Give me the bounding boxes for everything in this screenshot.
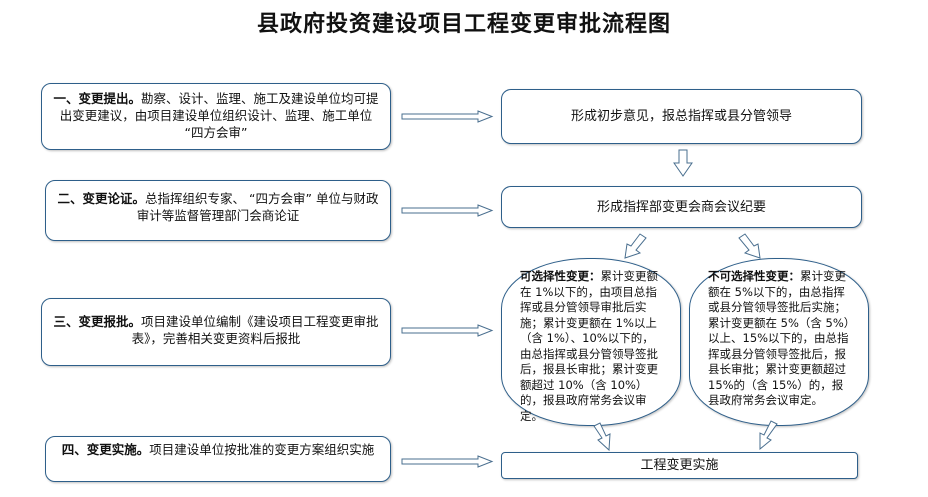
arrow-right-1: [401, 110, 494, 123]
meeting-minutes-text: 形成指挥部变更会商会议纪要: [596, 199, 766, 215]
final-implementation-box: 工程变更实施: [501, 452, 858, 479]
arrow-down-1: [673, 149, 693, 177]
step-implement-text: 项目建设单位按批准的变更方案组织实施: [149, 442, 375, 457]
step-review-lead: 二、变更论证。: [57, 191, 146, 206]
step-submit-box: 三、变更报批。项目建设单位编制《建设项目工程变更审批表》，完善相关变更资料后报批: [41, 298, 391, 366]
final-implementation-text: 工程变更实施: [640, 458, 719, 473]
arrow-right-2: [401, 204, 494, 217]
step-submit-text: 项目建设单位编制《建设项目工程变更审批表》，完善相关变更资料后报批: [131, 314, 379, 346]
step-proposal-box: 一、变更提出。勘察、设计、监理、施工及建设单位均可提出变更建议，由项目建设单位组…: [41, 83, 391, 150]
step-review-text: 总指挥组织专家、 “四方会审” 单位与财政审计等监督管理部门会商论证: [136, 191, 379, 223]
page-title: 县政府投资建设项目工程变更审批流程图: [256, 11, 671, 37]
optional-change-text: 累计变更额在 1%以下的，由项目总指挥或县分管领导审批后实施；累计变更额在 1%…: [520, 269, 658, 423]
step-implement-lead: 四、变更实施。: [61, 442, 150, 457]
optional-change-lead: 可选择性变更：: [520, 269, 601, 283]
arrow-merge-right: [759, 420, 778, 451]
preliminary-opinion-box: 形成初步意见，报总指挥或县分管领导: [501, 89, 862, 144]
preliminary-opinion-text: 形成初步意见，报总指挥或县分管领导: [570, 109, 792, 124]
arrow-merge-left: [593, 422, 611, 452]
step-implement-box: 四、变更实施。项目建设单位按批准的变更方案组织实施: [45, 436, 391, 482]
mandatory-change-lead: 不可选择性变更：: [708, 269, 800, 283]
arrow-right-3: [401, 324, 494, 337]
arrow-split-right: [738, 233, 761, 259]
step-review-box: 二、变更论证。总指挥组织专家、 “四方会审” 单位与财政审计等监督管理部门会商论…: [45, 180, 391, 241]
arrow-right-4: [401, 455, 494, 468]
meeting-minutes-box: 形成指挥部变更会商会议纪要: [501, 186, 862, 228]
mandatory-change-text: 累计变更额在 5%以下的，由总指挥或县分管领导签批后实施；累计变更额在 5%（含…: [708, 269, 850, 407]
mandatory-change-ellipse: 不可选择性变更：累计变更额在 5%以下的，由总指挥或县分管领导签批后实施；累计变…: [689, 258, 869, 426]
optional-change-ellipse: 可选择性变更：累计变更额在 1%以下的，由项目总指挥或县分管领导审批后实施；累计…: [501, 258, 681, 426]
arrow-split-left: [624, 233, 647, 259]
step-proposal-text: 勘察、设计、监理、施工及建设单位均可提出变更建议，由项目建设单位组织设计、监理、…: [59, 91, 379, 140]
step-submit-lead: 三、变更报批。: [53, 314, 141, 329]
step-proposal-lead: 一、变更提出。: [53, 91, 141, 106]
